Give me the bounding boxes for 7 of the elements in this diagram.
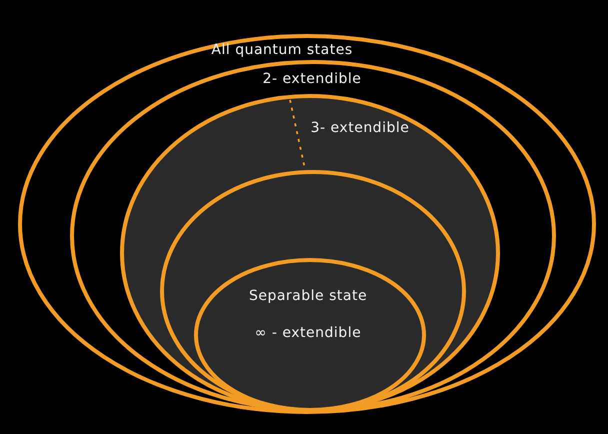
set-ellipse bbox=[18, 34, 596, 414]
set-ellipse bbox=[70, 60, 556, 412]
region-label: 2- extendible bbox=[262, 71, 362, 87]
region-sublabel: ∞ - extendible bbox=[254, 325, 362, 341]
region-label: All quantum states bbox=[211, 42, 353, 58]
region-label: 3- extendible bbox=[310, 120, 410, 136]
region-label: Separable state bbox=[248, 288, 368, 304]
